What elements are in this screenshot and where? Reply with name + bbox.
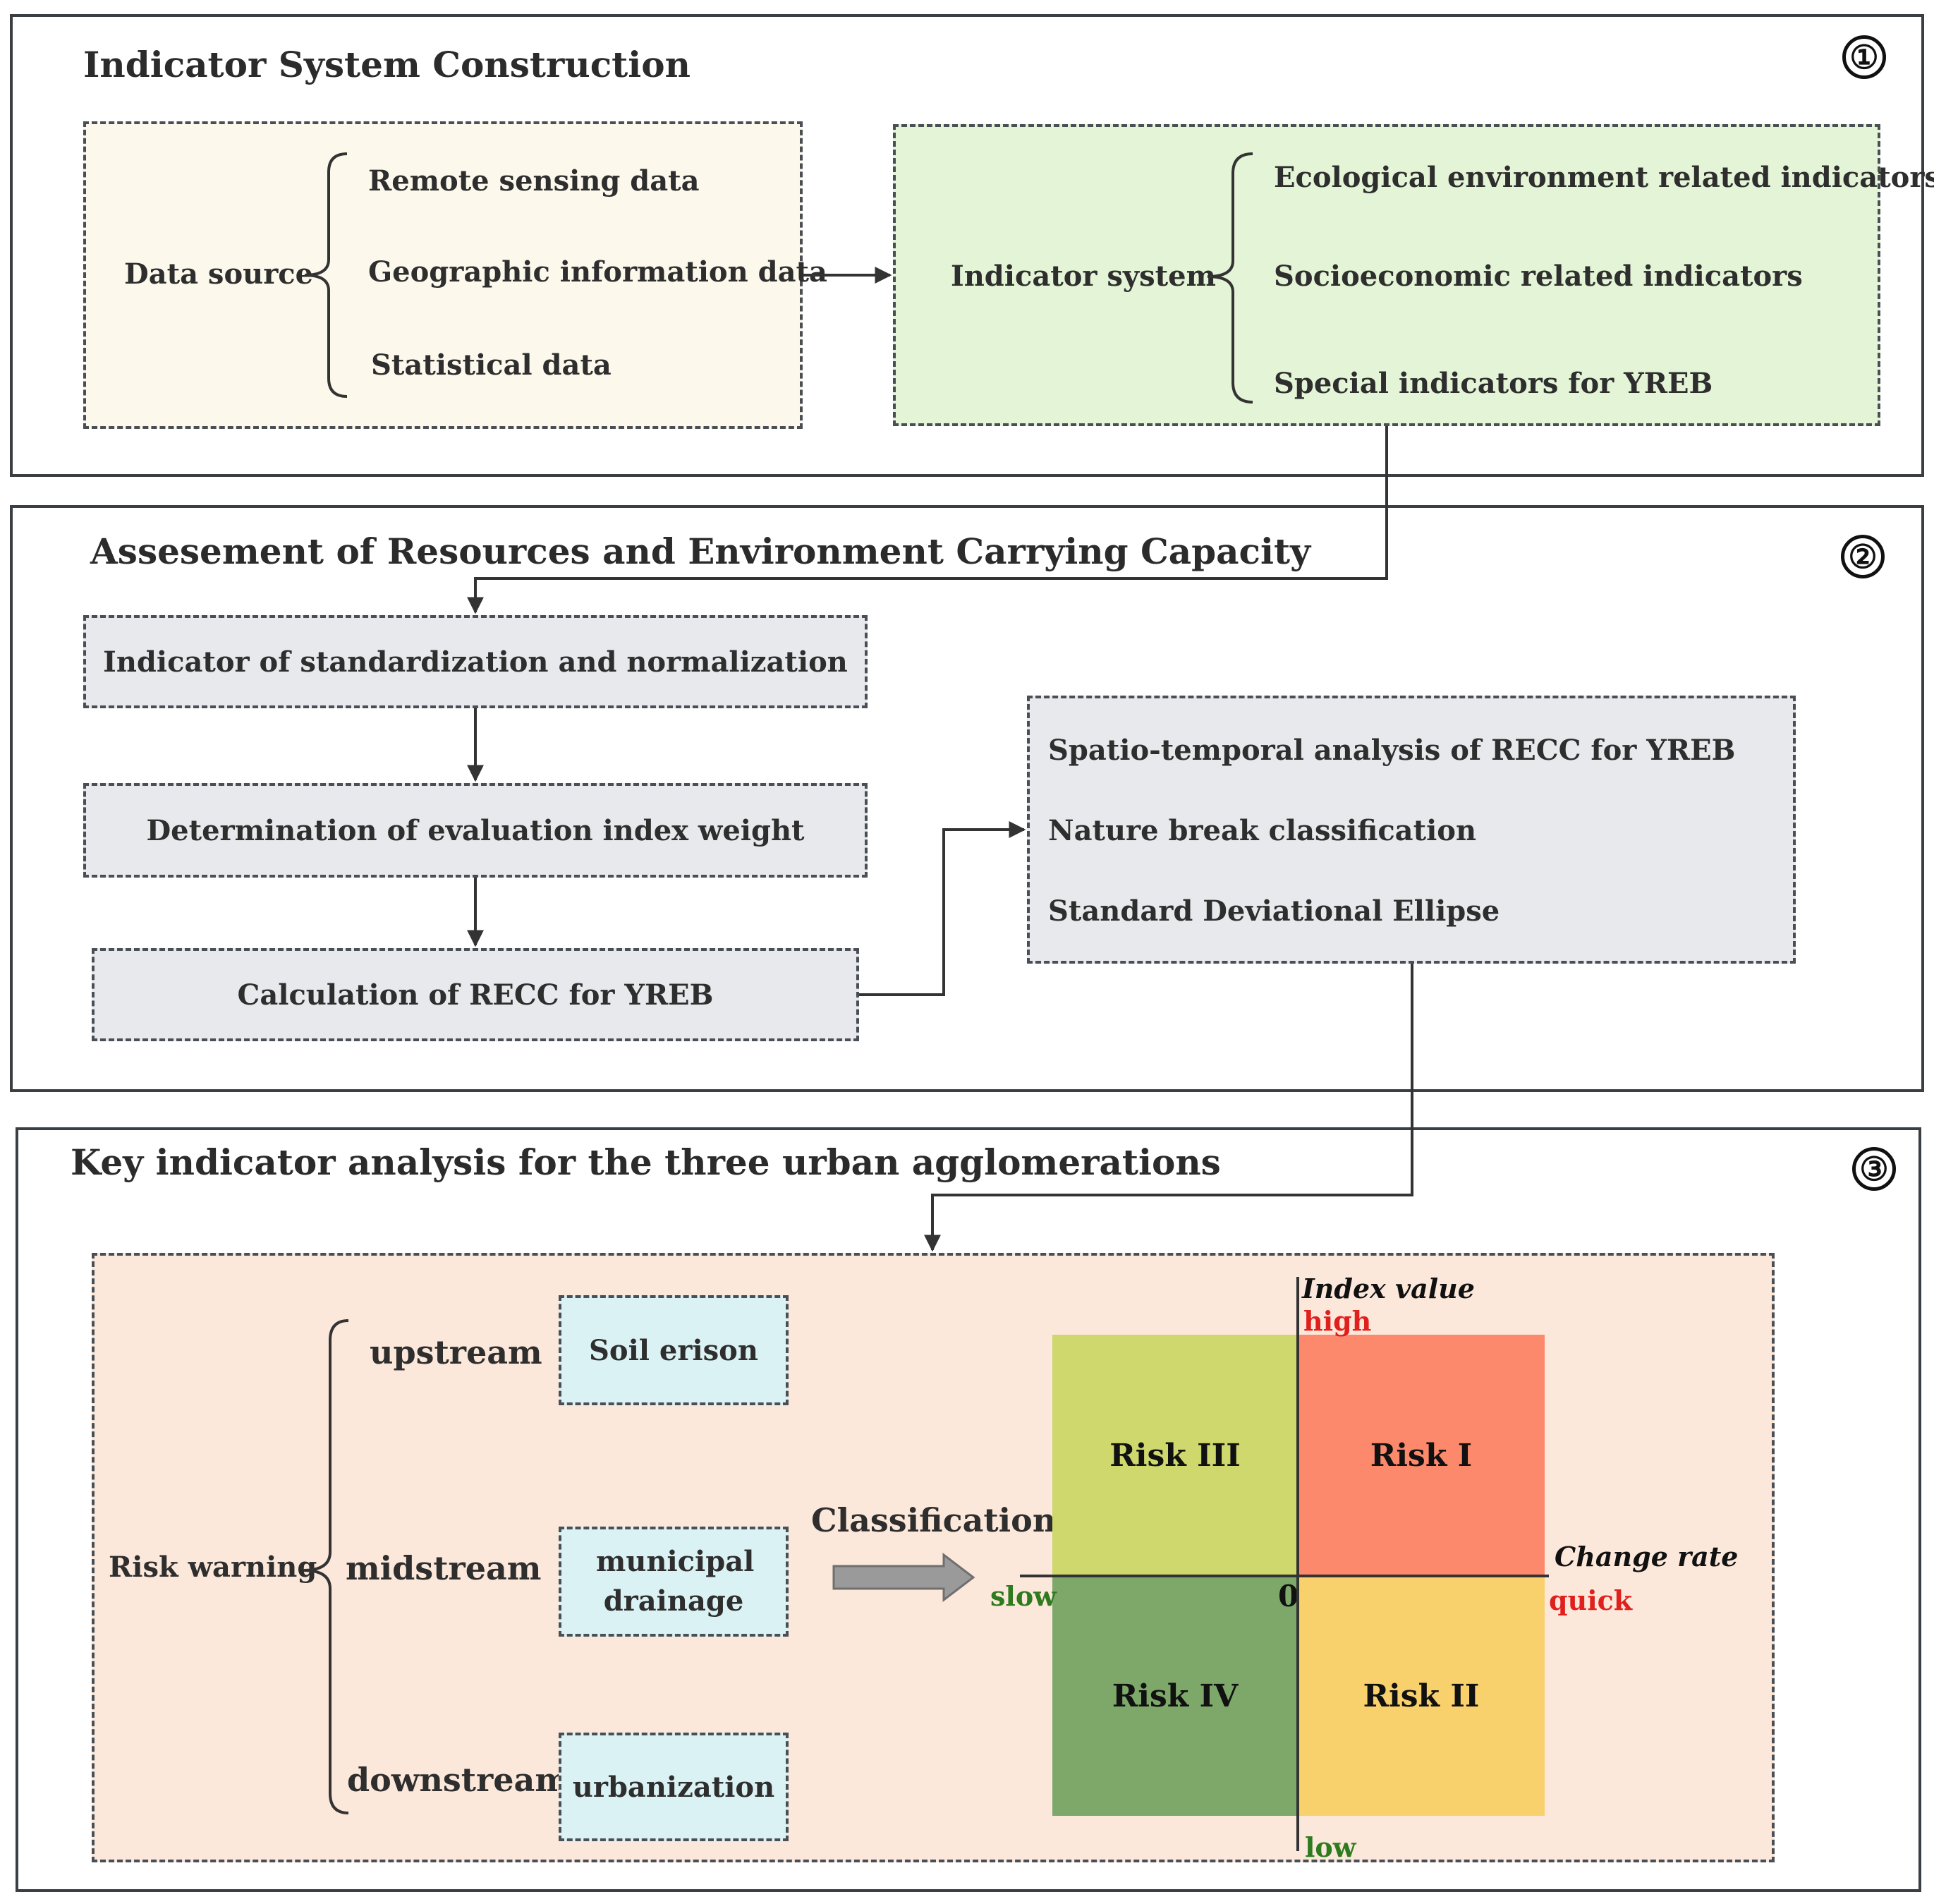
- data-source-item: Geographic information data: [368, 255, 827, 289]
- arrow-calculation-to-analysis: [859, 821, 1026, 996]
- issue-box-municipal-drainage: municipal drainage: [559, 1527, 789, 1637]
- risk-quadrant-i: Risk I: [1298, 1335, 1545, 1576]
- section-2-title: Assesement of Resources and Environment …: [90, 530, 1311, 572]
- data-source-box: [83, 121, 803, 429]
- risk-quadrant-label: Risk III: [1109, 1437, 1241, 1474]
- data-source-item: Statistical data: [371, 348, 612, 382]
- arrow-indicators-to-standardization: [467, 426, 1388, 614]
- data-source-item: Remote sensing data: [368, 164, 700, 198]
- risk-quadrant-label: Risk IV: [1112, 1678, 1239, 1714]
- risk-quadrant-ii: Risk II: [1298, 1576, 1545, 1816]
- brace-data-source: [304, 152, 348, 398]
- indicator-system-label: Indicator system: [951, 260, 1216, 293]
- issue-label: Soil erison: [589, 1333, 758, 1367]
- standardization-step-label: Indicator of standardization and normali…: [103, 645, 848, 679]
- brace-indicator-system: [1207, 152, 1253, 404]
- section-1-title: Indicator System Construction: [83, 44, 691, 85]
- section-3-number-badge: ③: [1852, 1147, 1896, 1191]
- x-axis-title: Change rate: [1555, 1541, 1739, 1572]
- classification-arrow: [832, 1552, 975, 1603]
- x-axis-quick-label: quick: [1549, 1584, 1633, 1616]
- x-axis-slow-label: slow: [990, 1580, 1057, 1612]
- axis-origin-label: 0: [1278, 1579, 1299, 1613]
- risk-quadrant-iii: Risk III: [1052, 1335, 1298, 1576]
- issue-label: urbanization: [572, 1770, 775, 1804]
- indicator-system-item: Special indicators for YREB: [1274, 367, 1713, 400]
- risk-quadrant-iv: Risk IV: [1052, 1576, 1298, 1816]
- stream-label-midstream: midstream: [346, 1549, 542, 1587]
- section-3-title: Key indicator analysis for the three urb…: [71, 1141, 1221, 1183]
- standardization-step-box: Indicator of standardization and normali…: [83, 615, 868, 708]
- stream-label-downstream: downstream: [347, 1761, 570, 1799]
- recc-calculation-step-box: Calculation of RECC for YREB: [92, 948, 859, 1041]
- issue-box-soil-erosion: Soil erison: [559, 1295, 789, 1405]
- issue-label: municipal drainage: [596, 1545, 755, 1618]
- data-source-label: Data source: [124, 257, 314, 291]
- risk-warning-label: Risk warning: [109, 1551, 317, 1584]
- indicator-system-item: Ecological environment related indicator…: [1274, 161, 1934, 194]
- arrow-analysis-to-risk: [924, 964, 1413, 1252]
- analysis-method-item: Spatio-temporal analysis of RECC for YRE…: [1048, 734, 1736, 767]
- y-axis-low-label: low: [1305, 1831, 1356, 1863]
- y-axis-high-label: high: [1303, 1305, 1372, 1337]
- stream-label-upstream: upstream: [370, 1333, 542, 1371]
- y-axis-title: Index value: [1302, 1273, 1475, 1304]
- risk-quadrant-label: Risk I: [1370, 1437, 1473, 1474]
- analysis-method-item: Standard Deviational Ellipse: [1048, 895, 1500, 928]
- recc-calculation-step-label: Calculation of RECC for YREB: [237, 978, 714, 1012]
- analysis-methods-box: [1027, 696, 1796, 964]
- weight-step-box: Determination of evaluation index weight: [83, 783, 868, 878]
- brace-risk-warning: [303, 1319, 349, 1814]
- indicator-system-box: [893, 124, 1880, 426]
- indicator-system-item: Socioeconomic related indicators: [1274, 260, 1803, 293]
- section-2-number-badge: ②: [1841, 535, 1885, 578]
- classification-label: Classification: [811, 1501, 1057, 1539]
- risk-quadrant-label: Risk II: [1363, 1678, 1480, 1714]
- analysis-method-item: Nature break classification: [1048, 814, 1477, 847]
- weight-step-label: Determination of evaluation index weight: [146, 813, 805, 847]
- section-1-number-badge: ①: [1842, 35, 1886, 79]
- issue-box-urbanization: urbanization: [559, 1733, 789, 1841]
